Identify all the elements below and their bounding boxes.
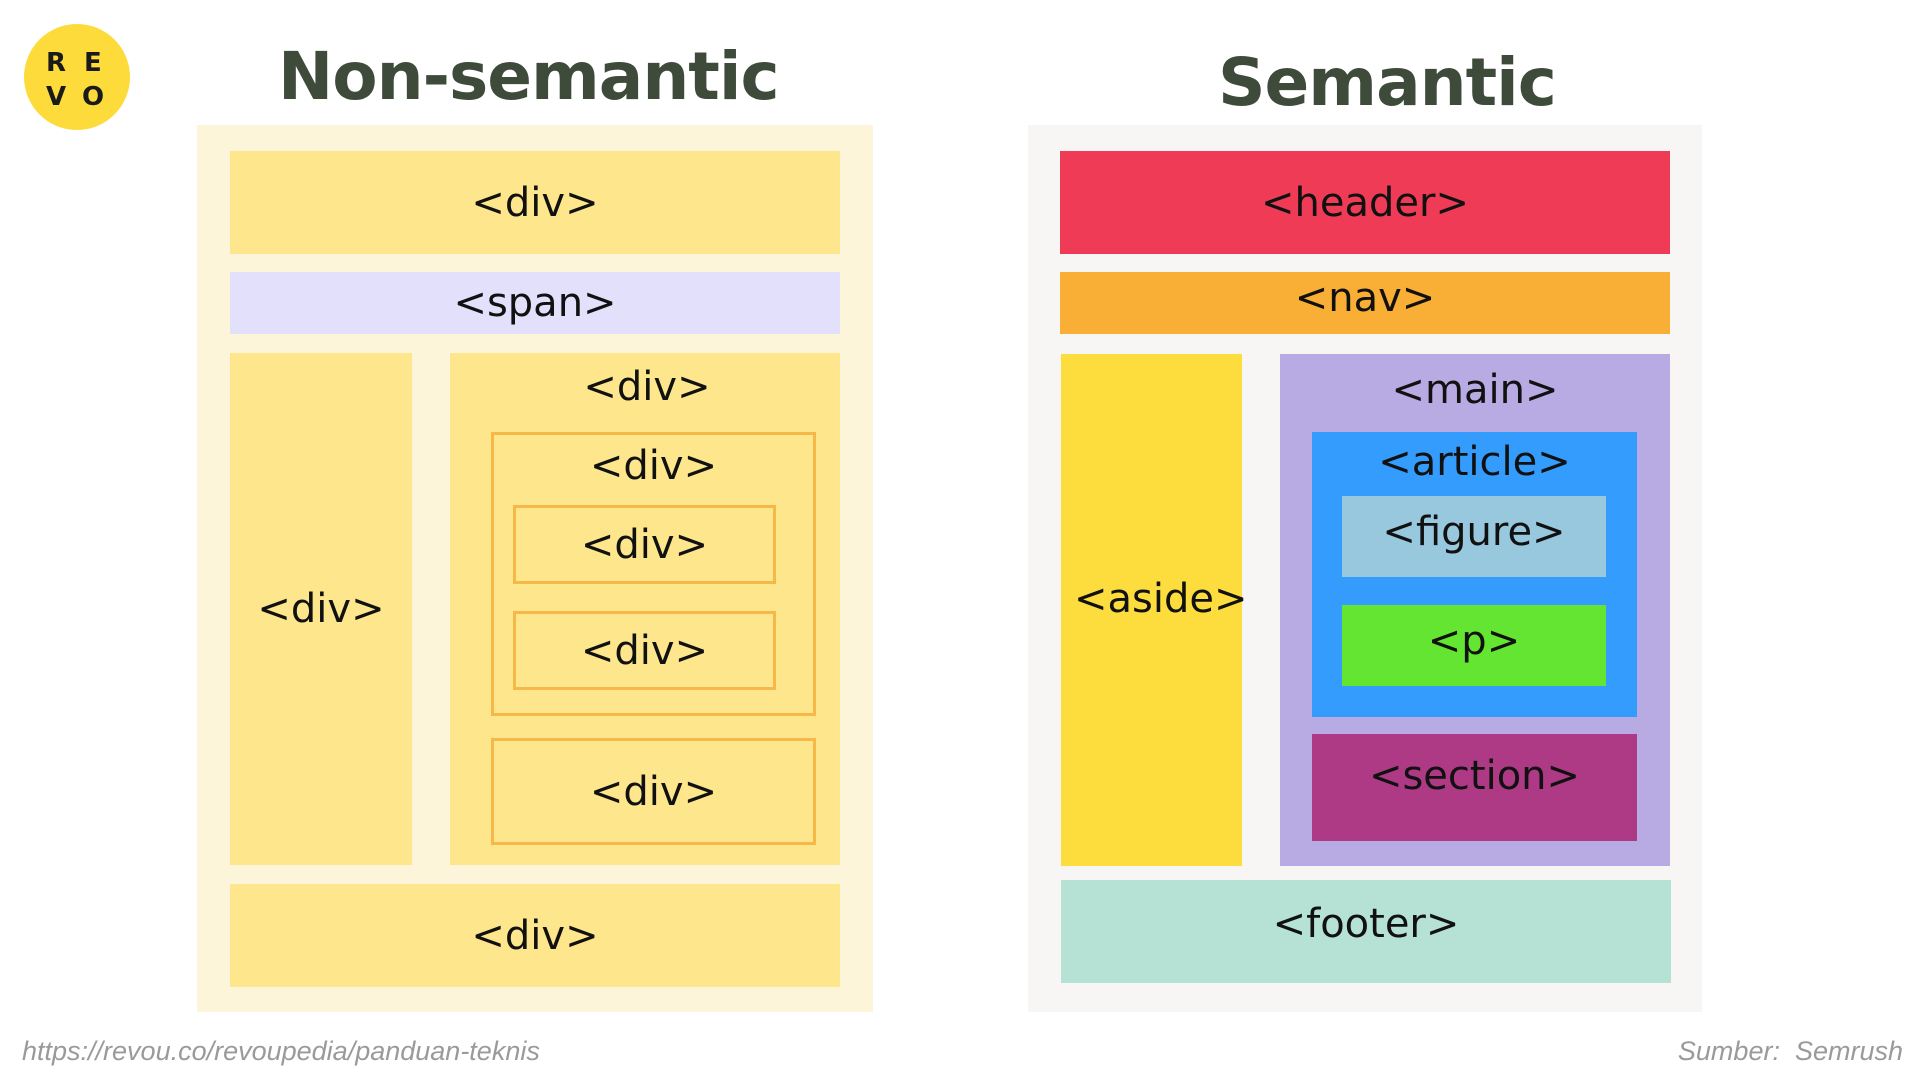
logo-letter-e: E [84, 48, 102, 78]
source-url: https://revou.co/revoupedia/panduan-tekn… [22, 1036, 540, 1066]
sem-footer: <footer> [1061, 880, 1671, 983]
ns-right-div: <div> [450, 353, 840, 865]
ns-top-div: <div> [230, 151, 840, 254]
ns-inner-div-1: <div> [513, 505, 776, 584]
logo-letter-r: R [46, 48, 67, 78]
non-semantic-title: Non-semantic [278, 38, 780, 115]
ns-left-div: <div> [230, 353, 412, 865]
sem-nav: <nav> [1060, 272, 1670, 334]
ns-inner-div: <div> [491, 432, 816, 716]
sem-figure: <figure> [1342, 496, 1606, 577]
semantic-title: Semantic [1218, 44, 1557, 121]
ns-lower-div: <div> [491, 738, 816, 845]
sem-header: <header> [1060, 151, 1670, 254]
sem-section: <section> [1312, 734, 1637, 841]
revou-logo: R E V O [24, 24, 130, 130]
sem-p: <p> [1342, 605, 1606, 686]
ns-span: <span> [230, 272, 840, 334]
logo-letter-o: O [82, 82, 105, 112]
sem-aside: <aside> [1061, 354, 1248, 866]
ns-inner-div-2: <div> [513, 611, 776, 690]
logo-letter-v: V [46, 82, 67, 112]
credit: Sumber: Semrush [1677, 1036, 1903, 1066]
ns-bottom-div: <div> [230, 884, 840, 987]
